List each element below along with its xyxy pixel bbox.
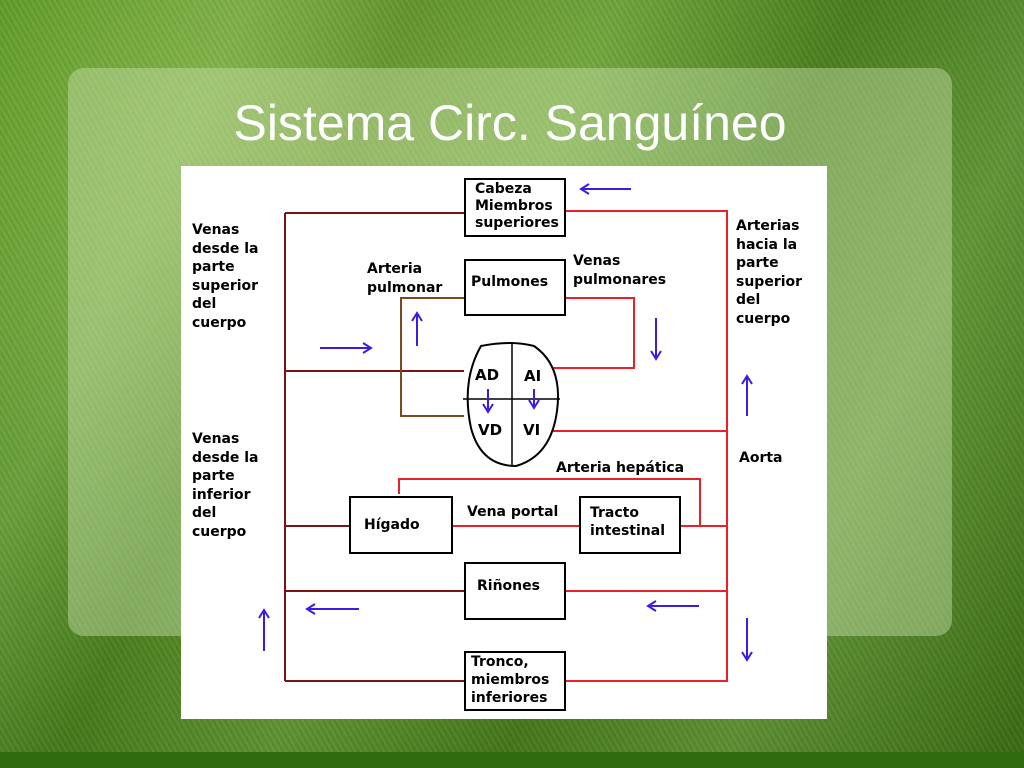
label-pulmonary-artery: Arteria pulmonar (367, 261, 443, 296)
box-trunk-lower-limbs: Tronco, miembros inferiores (464, 651, 566, 711)
label-pulmonary-veins: Venas pulmonares (573, 253, 667, 288)
circulatory-diagram: Cabeza Miembros superiores Pulmones Híga… (181, 166, 827, 719)
box-intestinal-tract: Tracto intestinal (579, 496, 681, 554)
label-arteries-upper-body: Arterias hacia la parte superior del cue… (736, 218, 803, 327)
label-veins-upper-body: Venas desde la parte superior del cuerpo (192, 222, 259, 331)
box-liver: Hígado (349, 496, 453, 554)
heart-left-atrium: AI (524, 367, 542, 385)
slide-bottom-bar (0, 752, 1024, 768)
label-veins-lower-body: Venas desde la parte inferior del cuerpo (192, 431, 259, 540)
pulmonary-artery-line (400, 297, 464, 417)
box-lungs: Pulmones (464, 259, 566, 316)
box-kidneys: Riñones (464, 562, 566, 620)
slide-title: Sistema Circ. Sanguíneo (233, 95, 787, 151)
label-hepatic-artery: Arteria hepática (556, 460, 685, 476)
arterial-lines (398, 210, 728, 682)
box-head-upper-limbs: Cabeza Miembros superiores (464, 178, 566, 237)
circulation-lines (258, 183, 753, 682)
label-portal-vein: Vena portal (467, 504, 559, 520)
heart-right-atrium: AD (475, 366, 500, 384)
label-aorta: Aorta (739, 450, 783, 466)
venous-lines (284, 212, 464, 682)
heart-left-ventricle: VI (523, 421, 541, 439)
flow-arrows (258, 183, 753, 662)
heart-right-ventricle: VD (478, 421, 503, 439)
heart-shape (463, 342, 560, 468)
